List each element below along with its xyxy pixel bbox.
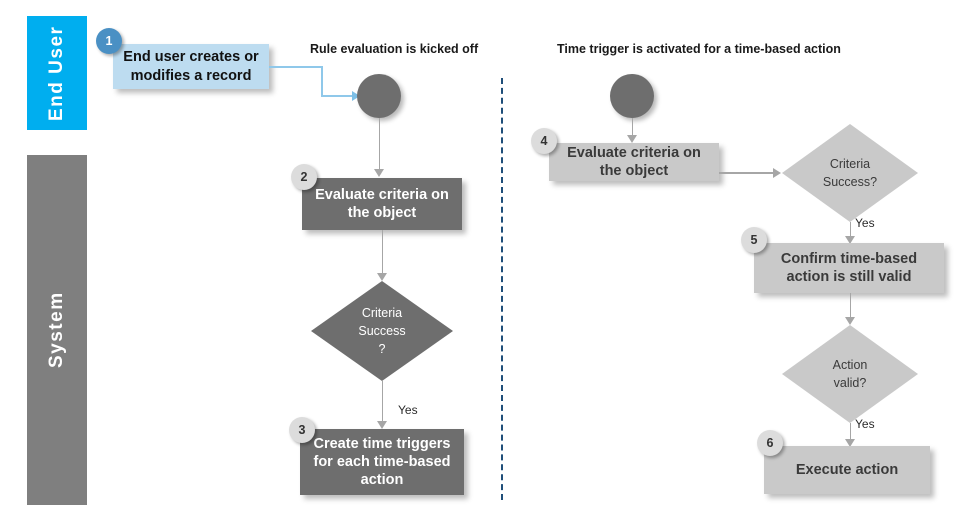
swimlane-end-user-label: End User [46, 25, 67, 121]
connector-arrowhead-decision-left [377, 273, 387, 281]
swimlane-system: System [27, 155, 87, 505]
decision-shape-left [311, 281, 453, 381]
start-node-right [610, 74, 654, 118]
step-badge-2: 2 [291, 164, 317, 190]
edge-label-yes-right-2: Yes [855, 417, 875, 431]
node-step-1[interactable]: End user creates or modifies a record [113, 44, 269, 89]
step-badge-6: 6 [757, 430, 783, 456]
section-title-right: Time trigger is activated for a time-bas… [557, 42, 841, 56]
connector-step2-to-decision [381, 230, 384, 274]
swimlane-end-user: End User [27, 16, 87, 130]
section-divider [501, 78, 503, 500]
section-title-left: Rule evaluation is kicked off [310, 42, 479, 56]
edge-label-yes-left: Yes [398, 403, 418, 417]
connector-step1-to-start-vertical [321, 66, 323, 96]
start-node-left [357, 74, 401, 118]
node-step-3[interactable]: Create time triggers for each time-based… [300, 429, 464, 495]
connector-decision-to-step6 [849, 423, 852, 443]
step-badge-4: 4 [531, 128, 557, 154]
decision-action-valid[interactable]: Action valid? [782, 325, 918, 423]
connector-step1-to-start-lower [321, 95, 353, 97]
decision-criteria-success-left[interactable]: Criteria Success ? [311, 281, 453, 381]
node-step-4[interactable]: Evaluate criteria on the object [549, 143, 719, 181]
connector-arrowhead-to-start [352, 91, 360, 101]
connector-arrowhead-step4 [627, 135, 637, 143]
connector-step1-to-start [269, 66, 323, 68]
connector-step4-to-decision [719, 172, 774, 174]
node-step-2[interactable]: Evaluate criteria on the object [302, 178, 462, 230]
edge-label-yes-right-1: Yes [855, 216, 875, 230]
step-badge-1: 1 [96, 28, 122, 54]
connector-arrowhead-step6 [845, 439, 855, 447]
connector-arrowhead-step3 [377, 421, 387, 429]
step-badge-5: 5 [741, 227, 767, 253]
connector-arrowhead-decision-action [845, 317, 855, 325]
swimlane-system-label: System [46, 291, 67, 369]
connector-arrowhead-step2 [374, 169, 384, 177]
connector-arrowhead-step5 [845, 236, 855, 244]
node-step-6[interactable]: Execute action [764, 446, 930, 494]
decision-shape-action-valid [782, 325, 918, 423]
connector-start-to-step2 [378, 118, 381, 170]
connector-start-to-step4 [631, 118, 634, 138]
connector-arrowhead-decision-right [773, 168, 781, 178]
connector-decision-to-step5 [849, 222, 852, 240]
node-step-5[interactable]: Confirm time-based action is still valid [754, 243, 944, 293]
connector-decision-to-step3 [381, 381, 384, 423]
decision-shape-criteria-right [782, 124, 918, 222]
decision-criteria-success-right[interactable]: Criteria Success? [782, 124, 918, 222]
connector-step5-to-decision [849, 293, 852, 319]
step-badge-3: 3 [289, 417, 315, 443]
